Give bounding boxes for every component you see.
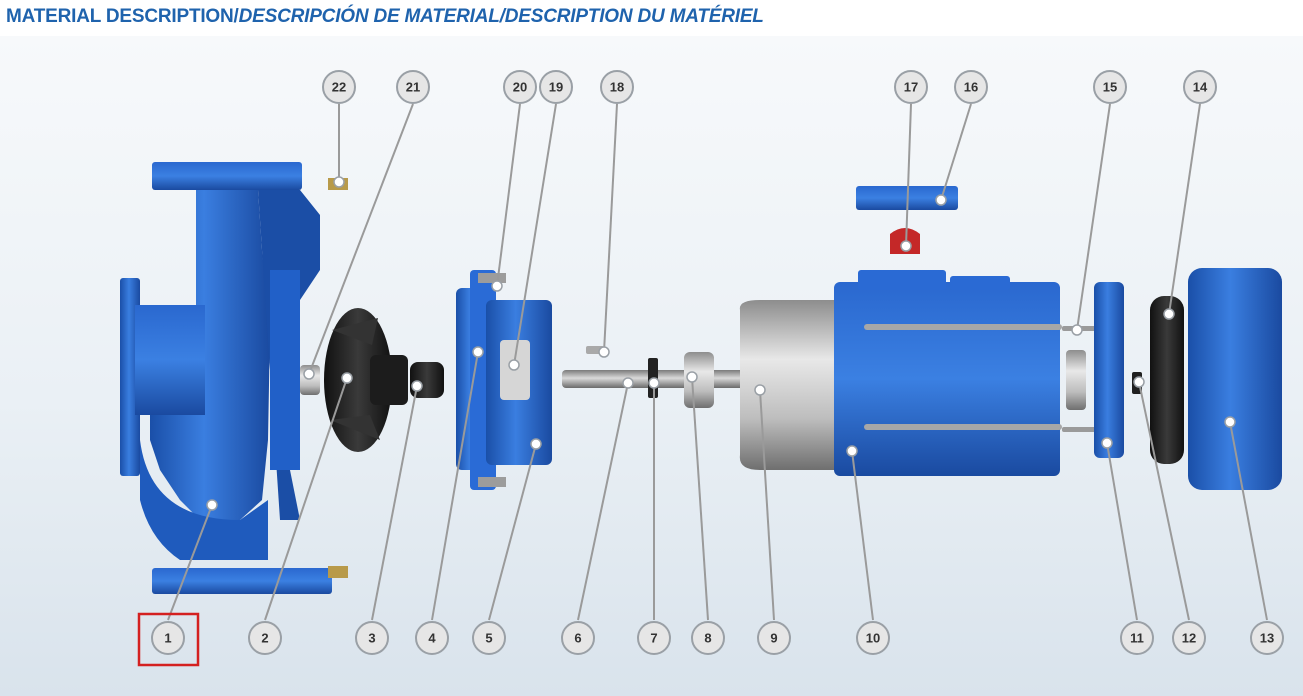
callout-1[interactable]: 1 xyxy=(151,621,185,655)
leader-dots xyxy=(206,176,1236,511)
callout-7[interactable]: 7 xyxy=(637,621,671,655)
callout-20[interactable]: 20 xyxy=(503,70,537,104)
callout-14-label: 14 xyxy=(1193,80,1208,95)
callout-2-label: 2 xyxy=(261,631,268,646)
callout-5-label: 5 xyxy=(485,631,492,646)
leader-lines xyxy=(167,103,1268,621)
pump-casing xyxy=(120,162,348,594)
callout-16[interactable]: 16 xyxy=(954,70,988,104)
motor xyxy=(739,270,1086,476)
title-bar: MATERIAL DESCRIPTION/DESCRIPCIÓN DE MATE… xyxy=(0,0,1303,36)
impeller xyxy=(324,308,408,452)
callout-12-label: 12 xyxy=(1182,631,1196,646)
callout-8-label: 8 xyxy=(704,631,711,646)
callout-1-label: 1 xyxy=(164,631,171,646)
title-main: MATERIAL DESCRIPTION/ xyxy=(6,6,239,27)
callout-10-label: 10 xyxy=(866,631,880,646)
callout-21[interactable]: 21 xyxy=(396,70,430,104)
callout-13[interactable]: 13 xyxy=(1250,621,1284,655)
callout-6-label: 6 xyxy=(574,631,581,646)
callout-11[interactable]: 11 xyxy=(1120,621,1154,655)
cooling-fan xyxy=(1150,296,1184,464)
callout-5[interactable]: 5 xyxy=(472,621,506,655)
callout-21-label: 21 xyxy=(406,80,420,95)
callout-19[interactable]: 19 xyxy=(539,70,573,104)
title-spanish: DESCRIPCIÓN DE MATERIAL/ xyxy=(238,6,505,27)
callout-7-label: 7 xyxy=(650,631,657,646)
callout-8[interactable]: 8 xyxy=(691,621,725,655)
callout-18-label: 18 xyxy=(610,80,624,95)
callout-17[interactable]: 17 xyxy=(894,70,928,104)
callout-10[interactable]: 10 xyxy=(856,621,890,655)
callout-15[interactable]: 15 xyxy=(1093,70,1127,104)
casing-cover-bracket xyxy=(456,270,552,490)
callout-17-label: 17 xyxy=(904,80,918,95)
callout-19-label: 19 xyxy=(549,80,563,95)
callout-16-label: 16 xyxy=(964,80,978,95)
callout-18[interactable]: 18 xyxy=(600,70,634,104)
page-title: MATERIAL DESCRIPTION/DESCRIPCIÓN DE MATE… xyxy=(6,6,764,28)
callout-20-label: 20 xyxy=(513,80,527,95)
callout-9-label: 9 xyxy=(770,631,777,646)
callout-3[interactable]: 3 xyxy=(355,621,389,655)
end-shield xyxy=(1094,282,1124,458)
callout-9[interactable]: 9 xyxy=(757,621,791,655)
callout-1-highlight xyxy=(137,612,200,667)
callout-3-label: 3 xyxy=(368,631,375,646)
callout-15-label: 15 xyxy=(1103,80,1117,95)
fan-cover xyxy=(1188,268,1282,490)
callout-4-label: 4 xyxy=(428,631,436,646)
callout-22[interactable]: 22 xyxy=(322,70,356,104)
title-french: DESCRIPTION DU MATÉRIEL xyxy=(504,6,764,27)
callout-6[interactable]: 6 xyxy=(561,621,595,655)
callout-11-label: 11 xyxy=(1130,631,1144,646)
callout-22-label: 22 xyxy=(332,80,346,95)
callout-13-label: 13 xyxy=(1260,631,1274,646)
callout-12[interactable]: 12 xyxy=(1172,621,1206,655)
callout-14[interactable]: 14 xyxy=(1183,70,1217,104)
callout-4[interactable]: 4 xyxy=(415,621,449,655)
callout-2[interactable]: 2 xyxy=(248,621,282,655)
